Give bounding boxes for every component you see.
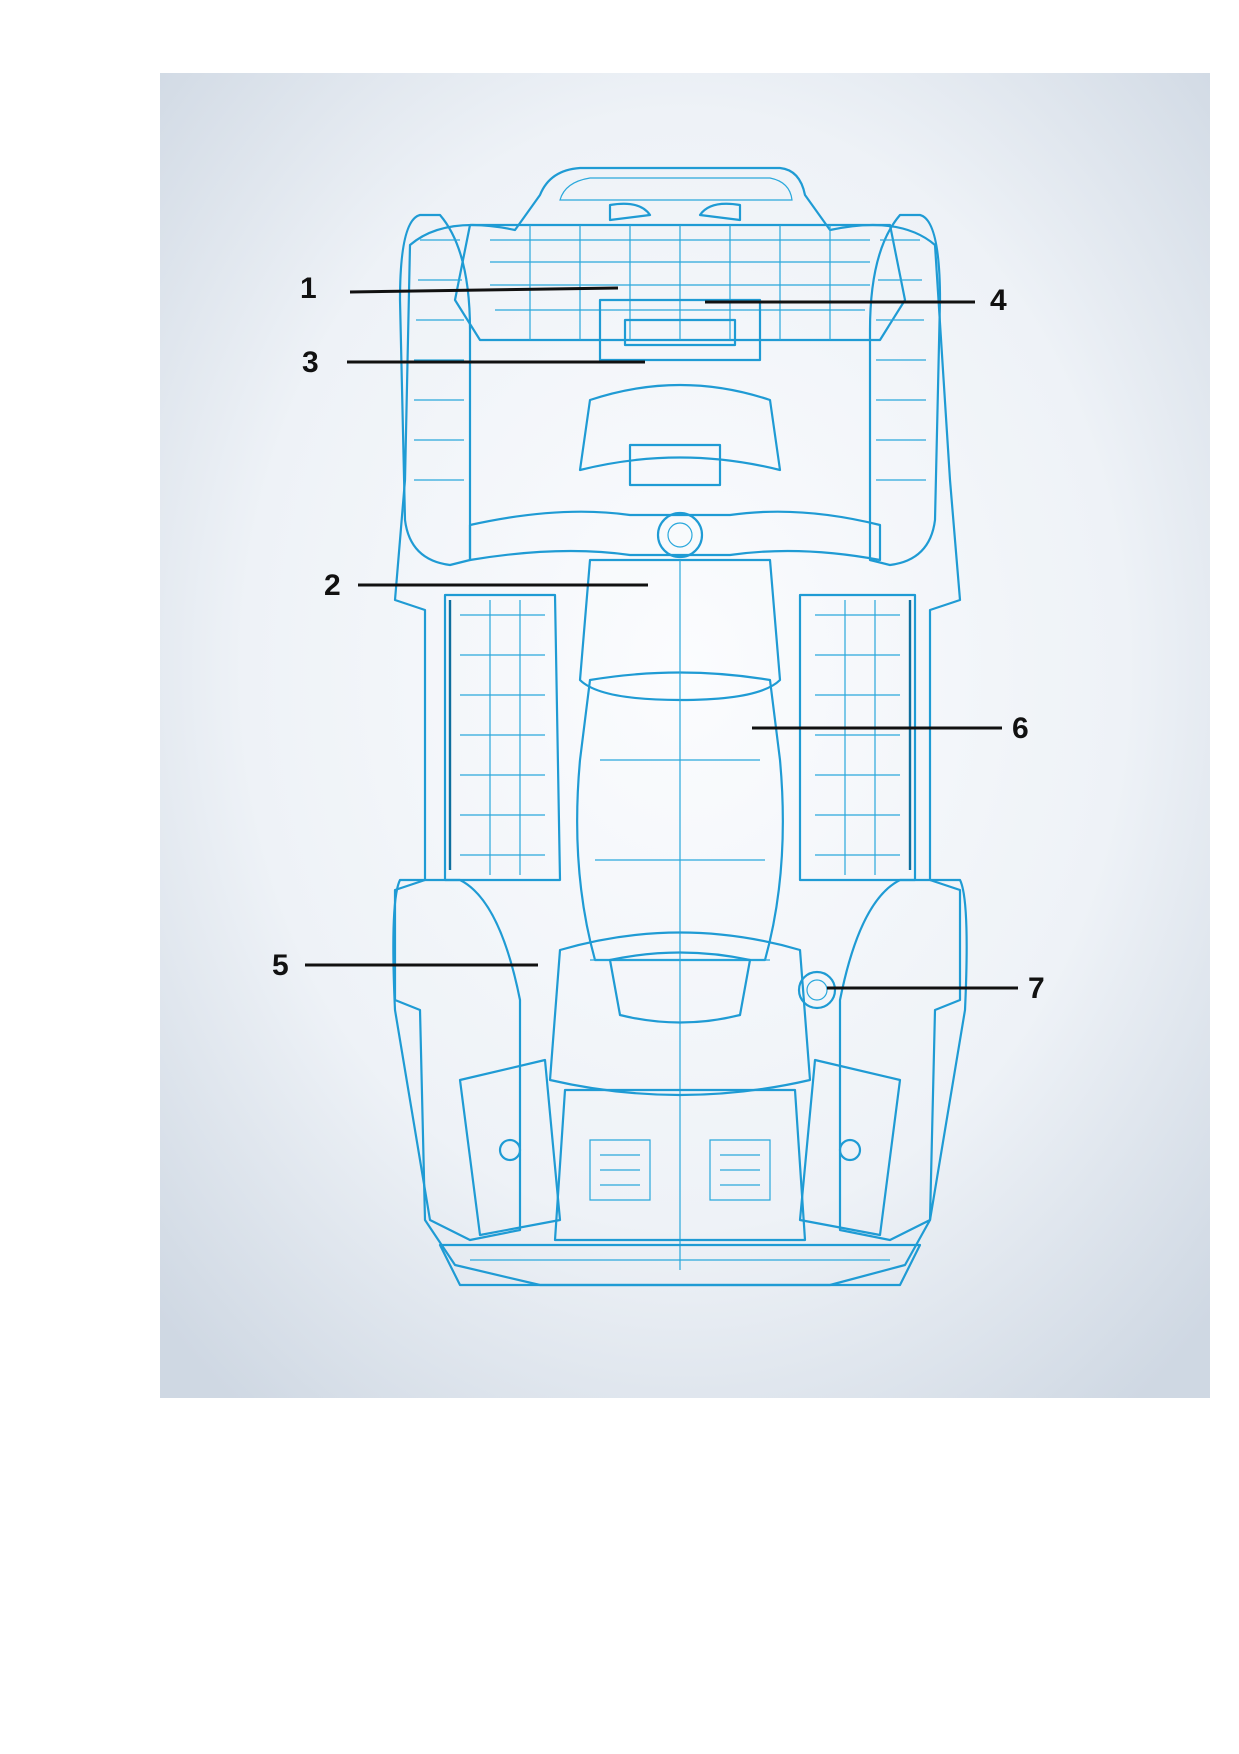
leader-1 (349, 286, 619, 294)
render-background (160, 73, 1210, 1398)
callout-3-label: 3 (302, 346, 319, 379)
callout-6-label: 6 (1012, 712, 1029, 745)
callout-1-label: 1 (300, 272, 317, 305)
callout-7-label: 7 (1028, 972, 1045, 1005)
callout-leaders (305, 286, 1018, 990)
atv-drawing (392, 166, 968, 1287)
callout-5-label: 5 (272, 949, 289, 982)
callout-4-label: 4 (990, 284, 1007, 317)
callout-2-label: 2 (324, 569, 341, 602)
callout-labels: 1 4 3 2 6 5 7 (272, 272, 1045, 1005)
